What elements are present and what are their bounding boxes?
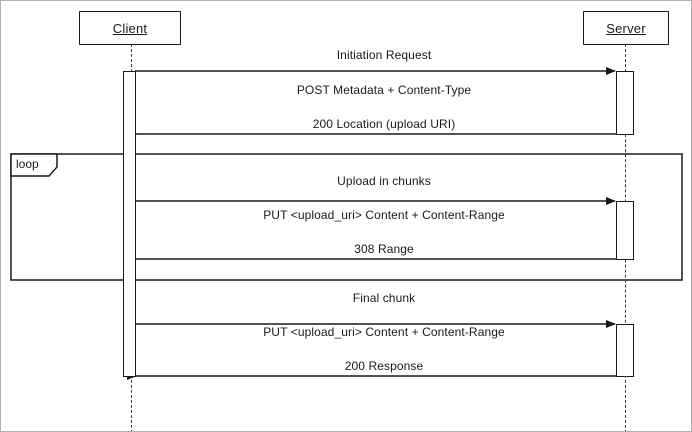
activation-bar-client bbox=[123, 71, 136, 377]
loop-fragment-operator-label: loop bbox=[16, 157, 39, 171]
activation-bar-server-final bbox=[616, 324, 634, 377]
participant-label-server: Server bbox=[606, 20, 646, 36]
message-label-put-chunk: PUT <upload_uri> Content + Content-Range bbox=[263, 208, 505, 222]
message-label-200-response: 200 Response bbox=[344, 359, 424, 373]
message-label-200-location: 200 Location (upload URI) bbox=[312, 117, 456, 131]
participant-box-client[interactable]: Client bbox=[79, 11, 181, 45]
activation-bar-server-initiation bbox=[616, 71, 634, 135]
message-label-post-metadata: POST Metadata + Content-Type bbox=[296, 83, 472, 97]
message-label-308-range: 308 Range bbox=[354, 242, 414, 256]
participant-box-server[interactable]: Server bbox=[583, 11, 669, 45]
activation-bar-server-chunk bbox=[616, 201, 634, 260]
loop-fragment-outline bbox=[10, 153, 683, 281]
message-label-initiation-request: Initiation Request bbox=[336, 48, 432, 62]
message-label-put-final-chunk: PUT <upload_uri> Content + Content-Range bbox=[263, 325, 505, 339]
message-label-final-chunk: Final chunk bbox=[352, 291, 416, 305]
participant-label-client: Client bbox=[112, 20, 148, 36]
message-label-upload-in-chunks: Upload in chunks bbox=[337, 174, 431, 188]
